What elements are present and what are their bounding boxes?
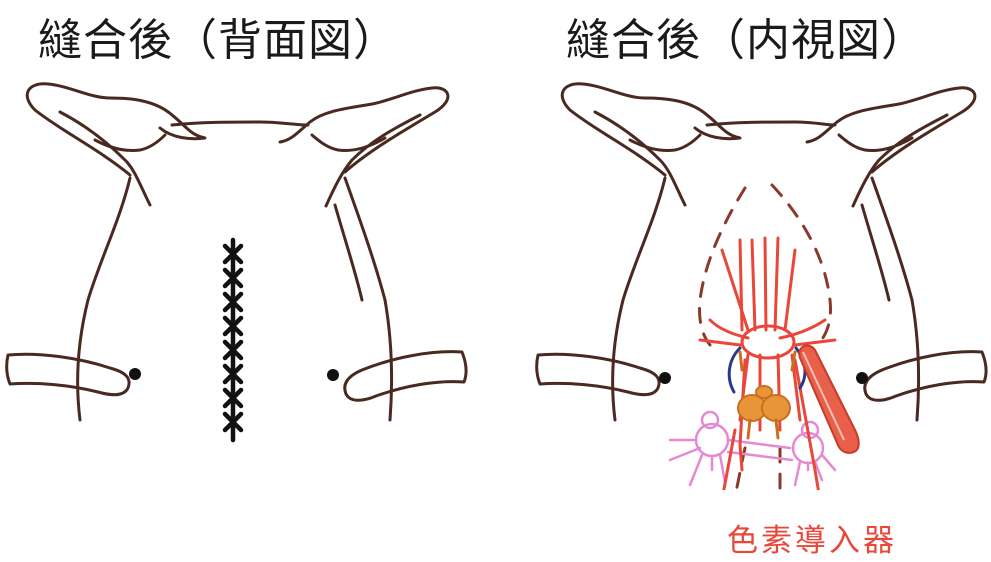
organ-cluster — [738, 386, 790, 421]
right-ear — [280, 88, 448, 172]
left-marker-dot — [659, 372, 671, 384]
back-view-title: 縫合後（背面図） — [38, 4, 398, 68]
back-view-diagram — [0, 70, 480, 490]
left-marker-dot — [129, 368, 141, 380]
body-right-side — [345, 178, 392, 420]
left-ear — [562, 84, 740, 175]
right-marker-dot — [327, 369, 339, 381]
right-limb — [345, 352, 466, 401]
suture-line — [225, 240, 241, 440]
dye-injector-label: 色素導入器 — [727, 515, 897, 560]
right-marker-dot — [856, 372, 868, 384]
central-vessel-junction — [742, 326, 794, 358]
internal-view-diagram — [520, 70, 991, 490]
body-left-side — [78, 178, 130, 420]
internal-view-title: 縫合後（内視図） — [566, 4, 926, 68]
body-left-side — [613, 178, 665, 420]
right-ear — [807, 88, 975, 172]
lymph-node-left-small — [702, 412, 718, 428]
left-ear — [27, 84, 205, 175]
head-top — [707, 122, 835, 125]
left-ear-inner — [60, 112, 150, 205]
left-limb — [537, 354, 659, 394]
body-right-side — [872, 178, 919, 420]
left-ear-inner — [595, 112, 685, 205]
right-limb — [865, 352, 986, 401]
left-limb — [7, 354, 129, 394]
head-top — [172, 122, 308, 125]
